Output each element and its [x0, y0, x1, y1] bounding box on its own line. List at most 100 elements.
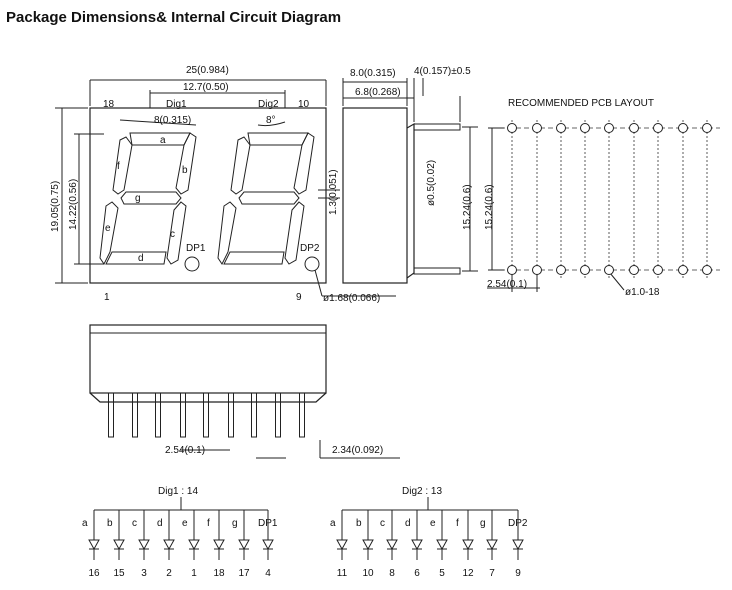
bottom-pitch-label: 2.54(0.1)	[165, 445, 205, 456]
segment-g-2	[238, 191, 300, 205]
circuit-segment-label: f	[456, 518, 459, 529]
led-diode-icon	[362, 539, 374, 551]
digit-width-label: 8(0.315)	[154, 115, 191, 126]
circuit-segment-label: g	[480, 518, 486, 529]
led-diode-icon	[138, 539, 150, 551]
lead-diameter-label: ø0.5(0.02)	[426, 160, 437, 206]
digit-2	[217, 132, 315, 265]
bottom-offset-label: 2.34(0.092)	[332, 445, 383, 456]
pin-10-label: 10	[298, 99, 310, 110]
height-label: 19.05(0.75)	[50, 181, 61, 232]
bottom-lead	[299, 392, 305, 438]
side-row-span-label: 15.24(0.6)	[462, 184, 473, 230]
depth-label-1: 8.0(0.315)	[350, 68, 396, 79]
segment-c-1	[166, 201, 187, 265]
circuit-pin-number: 8	[389, 568, 395, 579]
segment-e-2	[217, 201, 237, 265]
pcb-hole-bottom	[604, 265, 614, 275]
side-view: 8.0(0.315) 6.8(0.268) 4(0.157)±0.5 ø0.5(…	[342, 66, 478, 284]
side-step	[406, 122, 415, 279]
bottom-lead	[251, 392, 257, 438]
circuit-segment-label: d	[405, 518, 411, 529]
pitch-label: 12.7(0.50)	[183, 82, 229, 93]
segment-g-1	[120, 191, 182, 205]
segment-c-2	[284, 201, 305, 265]
circuit-segment-label: e	[182, 518, 188, 529]
circuit-segment-label: c	[132, 518, 137, 529]
led-diode-icon	[163, 539, 175, 551]
pcb-hole-top	[532, 123, 542, 133]
circuit-pin-number: 18	[213, 568, 225, 579]
pcb-hole-top	[653, 123, 663, 133]
circuit-segment-label: f	[207, 518, 210, 529]
pcb-hole-bottom	[556, 265, 566, 275]
bottom-body	[89, 324, 327, 394]
circuit-segment-label: b	[356, 518, 362, 529]
pin-9-label: 9	[296, 292, 302, 303]
pcb-hole-bottom	[653, 265, 663, 275]
pcb-hole-top	[604, 123, 614, 133]
bottom-lead	[228, 392, 234, 438]
seg-label-f: f	[117, 161, 120, 172]
decimal-point-2	[304, 256, 320, 272]
circuit-segment-label: c	[380, 518, 385, 529]
bottom-lead	[275, 392, 281, 438]
segment-d-2	[223, 251, 285, 265]
pin-1-label: 1	[104, 292, 110, 303]
dp1-label: DP1	[186, 243, 206, 254]
circuit-pin-number: 15	[113, 568, 125, 579]
circuit-pin-number: 16	[88, 568, 100, 579]
circuit-pin-number: 6	[414, 568, 420, 579]
seg-label-c: c	[170, 229, 175, 240]
circuit-pin-number: 9	[515, 568, 521, 579]
circuit-pin-number: 7	[489, 568, 495, 579]
pcb-pitch-label: 2.54(0.1)	[487, 279, 527, 290]
digit-height-label: 14.22(0.56)	[68, 179, 79, 230]
seg-label-b: b	[182, 165, 188, 176]
seg-label-e: e	[105, 223, 111, 234]
dp2-label: DP2	[300, 243, 320, 254]
side-top-lead	[413, 123, 461, 131]
display-body-outline	[89, 107, 327, 284]
pcb-hole-top	[507, 123, 517, 133]
digit-width-line	[119, 119, 197, 126]
circuit-segment-label: g	[232, 518, 238, 529]
segment-width-label: 1.3(0.051)	[328, 169, 339, 215]
pcb-hole-bottom	[532, 265, 542, 275]
pcb-hole-bottom	[678, 265, 688, 275]
bottom-lead	[155, 392, 161, 438]
circuit-segment-label: b	[107, 518, 113, 529]
circuit-segment-label: a	[82, 518, 88, 529]
segment-d-1	[105, 251, 167, 265]
front-view: 25(0.984) 12.7(0.50) 18 10 Dig1 Dig2 8(0…	[50, 65, 396, 304]
slant-angle-label: 8°	[266, 115, 276, 126]
seg-label-d: d	[138, 253, 144, 264]
circuit-segment-label: a	[330, 518, 336, 529]
led-diode-icon	[113, 539, 125, 551]
led-diode-icon	[336, 539, 348, 551]
pcb-hole-top	[629, 123, 639, 133]
circuit-pin-number: 10	[362, 568, 374, 579]
led-diode-icon	[436, 539, 448, 551]
circuit-pin-number: 1	[191, 568, 197, 579]
digit-1: a b c d e f g	[99, 132, 197, 265]
led-diode-icon	[262, 539, 274, 551]
page-title: Package Dimensions& Internal Circuit Dia…	[6, 9, 342, 26]
bottom-view: 2.54(0.1) 2.34(0.092)	[89, 324, 400, 459]
pcb-hole-top	[580, 123, 590, 133]
circuit-pin-number: 3	[141, 568, 147, 579]
width-label: 25(0.984)	[186, 65, 229, 76]
side-body-outline	[342, 107, 408, 284]
decimal-point-1	[184, 256, 200, 272]
seg-label-a: a	[160, 135, 166, 146]
segment-a-2	[247, 132, 309, 146]
pcb-title: RECOMMENDED PCB LAYOUT	[508, 98, 654, 109]
circuit-pin-number: 4	[265, 568, 271, 579]
bottom-lead	[180, 392, 186, 438]
pcb-row-span-label: 15.24(0.6)	[484, 184, 495, 230]
led-diode-icon	[512, 539, 524, 551]
dig2-label: Dig2	[258, 99, 279, 110]
